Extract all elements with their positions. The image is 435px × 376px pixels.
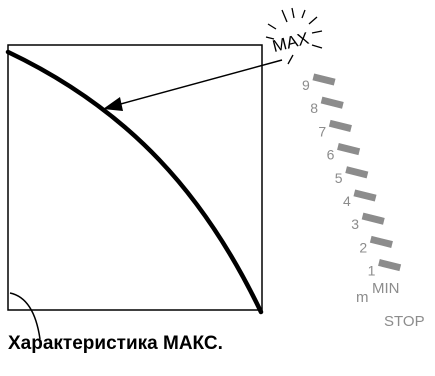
level-6-label: 6 [327,147,335,163]
level-5-label: 5 [335,170,343,186]
level-1-segment [378,259,402,272]
level-8-label: 8 [310,100,318,116]
level-8-segment [320,96,344,109]
level-7-segment [328,119,352,132]
level-3-segment [361,212,385,225]
level-2-segment [369,235,393,248]
level-2-label: 2 [359,239,367,255]
characteristic-curve [5,49,264,315]
level-9-segment [312,73,336,86]
level-4-segment [353,189,377,202]
min-label: MIN [372,280,400,297]
min-prefix: m [356,289,369,306]
level-4-label: 4 [343,193,351,209]
caption: Характеристика МАКС. [8,333,223,354]
level-1-label: 1 [368,263,376,279]
level-7-label: 7 [318,123,326,139]
graph-frame [7,44,263,311]
max-burst-icon [265,7,323,65]
max-label: MAX [270,29,310,56]
level-3-label: 3 [351,216,359,232]
pointer-arrow [103,59,283,111]
level-6-segment [337,143,361,156]
level-9-label: 9 [302,77,310,93]
stop-label: STOP [384,313,425,330]
level-5-segment [345,166,369,179]
corner-arc [9,292,41,340]
